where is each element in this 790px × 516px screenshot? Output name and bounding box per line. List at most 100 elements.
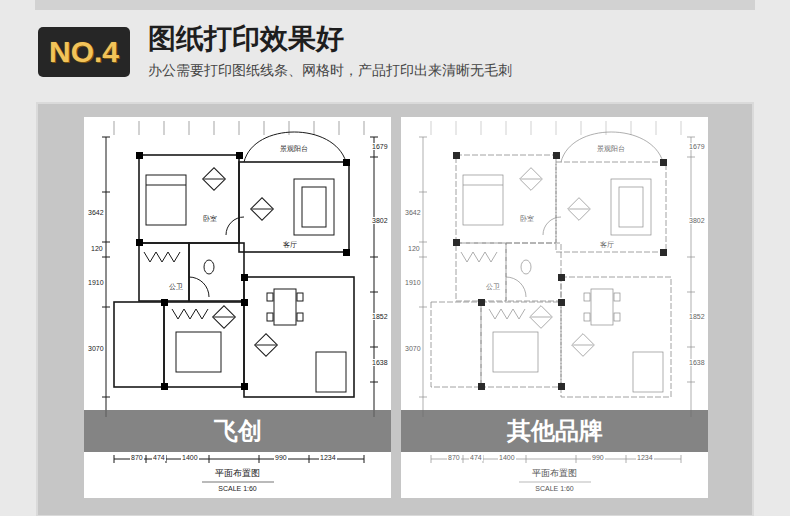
- dimension: 1852: [688, 313, 706, 320]
- wall: [139, 155, 239, 243]
- plant-symbol: [572, 334, 595, 357]
- tick: [419, 307, 427, 308]
- dimension: 3070: [404, 345, 422, 352]
- grid-line: [631, 121, 632, 135]
- tick: [259, 455, 260, 463]
- tick: [114, 455, 115, 463]
- wall-column: [236, 152, 243, 159]
- tick: [419, 397, 427, 398]
- heading: 图纸打印效果好: [148, 20, 344, 58]
- room-name: 卧室: [519, 215, 535, 222]
- dimension: 1852: [371, 313, 389, 320]
- grid-line: [339, 121, 340, 135]
- grid-line: [481, 121, 482, 135]
- plant-symbol: [569, 209, 589, 210]
- tick: [419, 257, 427, 258]
- grid-line: [239, 121, 240, 135]
- plant-symbol: [213, 306, 236, 329]
- dimension: 1910: [87, 279, 105, 286]
- chair: [584, 313, 590, 321]
- dimension: 120: [407, 245, 421, 252]
- tick: [419, 137, 427, 138]
- wall-column: [453, 239, 460, 246]
- chair: [614, 313, 620, 321]
- sofa-seat: [302, 187, 326, 227]
- grid-line: [556, 121, 557, 135]
- tick: [370, 137, 378, 138]
- tick: [419, 192, 427, 193]
- plant-symbol: [256, 345, 276, 346]
- plant-symbol: [568, 198, 591, 221]
- wall-column: [660, 249, 667, 256]
- tick: [102, 242, 110, 243]
- tick: [370, 257, 378, 258]
- badge-text: NO.4: [49, 35, 119, 69]
- tick: [576, 455, 577, 463]
- wall-column: [558, 299, 565, 306]
- wall: [431, 302, 481, 387]
- dimension: 1679: [688, 143, 706, 150]
- wall: [556, 162, 666, 252]
- tick: [370, 382, 378, 383]
- wall: [239, 162, 349, 252]
- grid-line: [364, 121, 365, 135]
- print-panel: 平面布置图SCALE 1:60其他品牌: [401, 117, 708, 498]
- bed: [493, 332, 538, 372]
- wall-column: [241, 383, 248, 390]
- tick: [687, 347, 695, 348]
- grid-line: [139, 121, 140, 135]
- wall-column: [161, 383, 168, 390]
- chair: [584, 293, 590, 301]
- pillow: [463, 185, 503, 186]
- chair: [267, 293, 273, 301]
- kitchen-counter: [316, 352, 346, 392]
- tick: [419, 242, 427, 243]
- grid-line: [431, 121, 432, 135]
- dimension: 990: [274, 454, 288, 461]
- tick: [687, 382, 695, 383]
- wall-column: [136, 152, 143, 159]
- wall: [506, 243, 561, 301]
- dimension: 120: [90, 245, 104, 252]
- dining-table: [274, 289, 296, 325]
- dimension: 474: [469, 454, 483, 461]
- grid-line: [531, 121, 532, 135]
- grid-line: [581, 121, 582, 135]
- grid-line: [164, 121, 165, 135]
- door-swing: [226, 217, 244, 235]
- tick: [364, 455, 365, 463]
- brand-name: 飞创: [214, 415, 262, 447]
- dimension: 1638: [371, 359, 389, 366]
- tick: [681, 455, 682, 463]
- grid-line: [264, 121, 265, 135]
- grid-line: [456, 121, 457, 135]
- door-swing: [543, 217, 561, 235]
- tick: [687, 257, 695, 258]
- pillow: [146, 185, 186, 186]
- dimension: 870: [447, 454, 461, 461]
- dimension: 3802: [371, 217, 389, 224]
- tick: [463, 455, 464, 463]
- plant-symbol: [255, 334, 278, 357]
- dimension: 1400: [498, 454, 516, 461]
- tick: [370, 347, 378, 348]
- plant-symbol: [252, 209, 272, 210]
- tick: [687, 292, 695, 293]
- dimension: 1234: [319, 454, 337, 461]
- top-strip: [35, 0, 755, 10]
- room-name: 公卫: [168, 283, 184, 290]
- toilet: [521, 260, 531, 274]
- wall-column: [478, 383, 485, 390]
- wall: [139, 243, 189, 301]
- wardrobe: [489, 309, 525, 319]
- wall-column: [558, 274, 565, 281]
- tick: [431, 455, 432, 463]
- plant-symbol: [203, 168, 226, 191]
- room-name: 景观阳台: [279, 145, 309, 152]
- plant-symbol: [520, 168, 543, 191]
- dimension: 990: [591, 454, 605, 461]
- dimension-line: [423, 137, 424, 417]
- plant-symbol: [214, 317, 234, 318]
- plant-symbol: [573, 345, 593, 346]
- wall-column: [343, 249, 350, 256]
